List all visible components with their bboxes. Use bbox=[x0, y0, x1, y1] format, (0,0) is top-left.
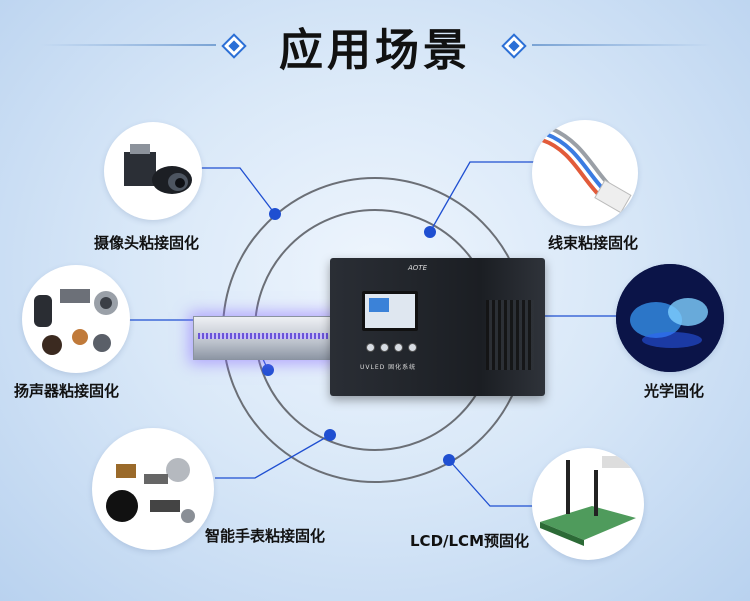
uv-lamp-head bbox=[193, 316, 335, 360]
connector-watch bbox=[215, 434, 331, 479]
lcd-panel-photo bbox=[532, 448, 644, 560]
smartwatch-parts-photo bbox=[92, 428, 214, 550]
device-screen bbox=[362, 291, 418, 331]
scenario-label-watch: 智能手表粘接固化 bbox=[205, 527, 326, 545]
scenario-label-optical: 光学固化 bbox=[644, 382, 705, 400]
scenario-label-speaker: 扬声器粘接固化 bbox=[14, 382, 120, 400]
device-knob bbox=[394, 343, 403, 352]
node-watch bbox=[324, 429, 336, 441]
node-camera bbox=[269, 208, 281, 220]
page-title: 应用场景 bbox=[279, 25, 471, 76]
device-panel-label: UVLED 固化系统 bbox=[360, 364, 417, 371]
node-speaker bbox=[262, 364, 274, 376]
connector-wire bbox=[429, 161, 545, 233]
optical-lens-photo bbox=[616, 264, 724, 372]
device-brand: AOTE bbox=[408, 264, 427, 272]
camera-module-photo bbox=[104, 122, 202, 220]
scenario-label-wire: 线束粘接固化 bbox=[548, 234, 639, 252]
connector-lcd bbox=[448, 459, 535, 507]
device-knob bbox=[380, 343, 389, 352]
title-left-line bbox=[40, 44, 216, 46]
node-wire bbox=[424, 226, 436, 238]
device-knob bbox=[408, 343, 417, 352]
connector-camera bbox=[195, 167, 276, 215]
wire-harness-photo bbox=[532, 120, 638, 226]
title-right-line bbox=[532, 44, 712, 46]
device-vent bbox=[486, 300, 534, 370]
node-lcd bbox=[443, 454, 455, 466]
scenario-label-lcd: LCD/LCM预固化 bbox=[410, 532, 529, 550]
speaker-parts-photo bbox=[22, 265, 130, 373]
scenario-label-camera: 摄像头粘接固化 bbox=[94, 234, 200, 252]
device-knob bbox=[366, 343, 375, 352]
